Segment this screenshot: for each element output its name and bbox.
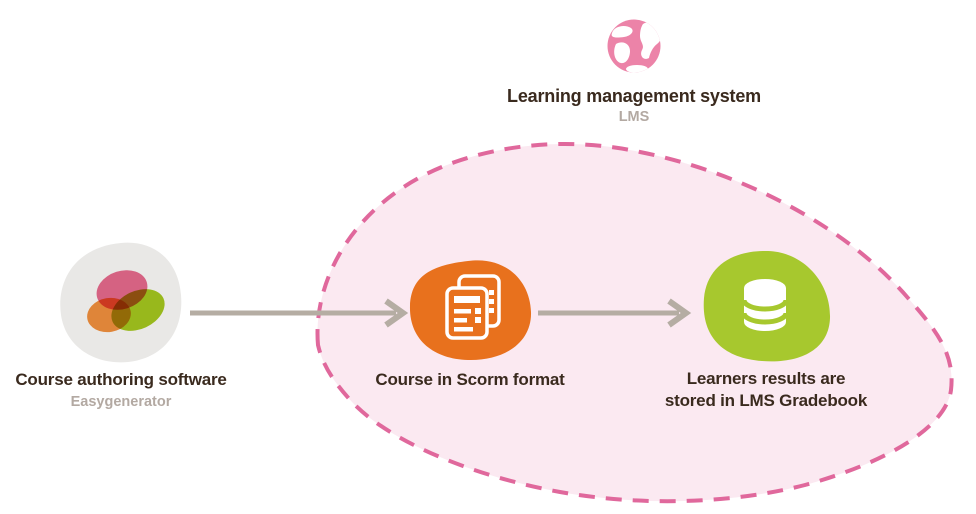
arrow-authoring-to-scorm bbox=[190, 298, 409, 328]
database-icon bbox=[741, 279, 789, 331]
gradebook-label-line2: stored in LMS Gradebook bbox=[664, 391, 868, 410]
gradebook-label-line1: Learners results are bbox=[686, 369, 846, 388]
document-copy-icon bbox=[445, 274, 501, 340]
lms-subtitle: LMS bbox=[618, 109, 650, 125]
arrow-scorm-to-gradebook bbox=[538, 298, 692, 328]
easygenerator-logo-icon bbox=[87, 270, 165, 333]
scorm-node bbox=[409, 260, 532, 361]
lms-title: Learning management system bbox=[507, 86, 761, 106]
course-authoring-label: Course authoring software bbox=[15, 370, 227, 389]
course-authoring-node bbox=[60, 242, 182, 363]
scorm-label: Course in Scorm format bbox=[375, 370, 565, 389]
gradebook-label: Learners results are stored in LMS Grade… bbox=[665, 368, 867, 412]
globe-icon bbox=[607, 19, 661, 73]
lms-boundary-blob bbox=[315, 142, 954, 504]
course-authoring-sublabel: Easygenerator bbox=[70, 394, 172, 410]
gradebook-node bbox=[703, 250, 831, 362]
